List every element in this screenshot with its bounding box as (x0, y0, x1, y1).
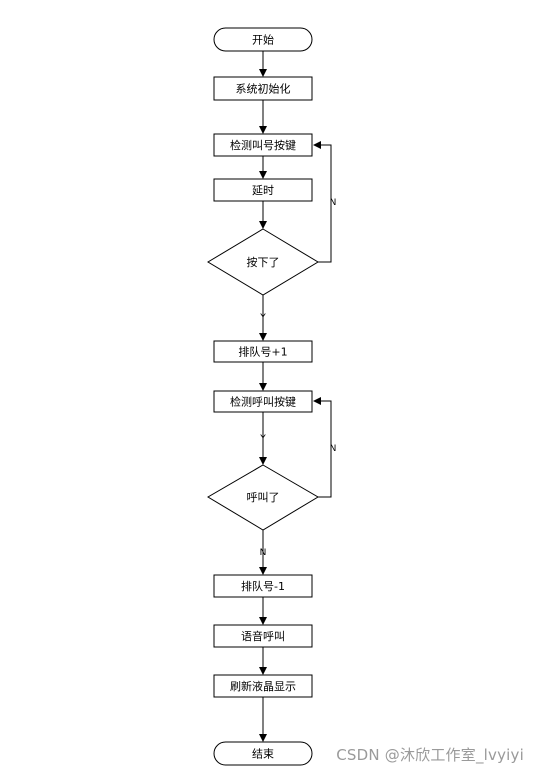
voice-node: 语音呼叫 (213, 624, 313, 648)
edges (259, 51, 332, 742)
pressed-no-label: N (330, 198, 337, 208)
called-yes-label: N (260, 548, 267, 558)
queue-dec-node: 排队号-1 (213, 574, 313, 598)
pressed-yes-label: Y (259, 313, 266, 323)
detect-call-label: 检测呼叫按键 (230, 395, 296, 409)
queue-inc-node: 排队号+1 (213, 340, 313, 363)
refresh-node: 刷新液晶显示 (213, 674, 313, 698)
called-no-label: N (330, 444, 337, 454)
start-node: 开始 (213, 27, 313, 52)
queue-inc-label: 排队号+1 (238, 345, 287, 359)
pressed-decision: 按下了 (207, 228, 319, 296)
edge-pressed-loop-n (313, 141, 332, 263)
called-label: 呼叫了 (247, 491, 280, 504)
voice-label: 语音呼叫 (241, 629, 285, 643)
detect-call-out-label: Y (259, 434, 266, 444)
init-label: 系统初始化 (236, 82, 291, 96)
edge-called-loop-n (313, 397, 332, 498)
start-label: 开始 (252, 33, 274, 47)
pressed-label: 按下了 (247, 255, 280, 269)
delay-node: 延时 (213, 178, 313, 202)
detect-take-label: 检测叫号按键 (230, 138, 296, 152)
end-label: 结束 (252, 748, 274, 761)
detect-call-node: 检测呼叫按键 (213, 390, 313, 413)
init-node: 系统初始化 (213, 76, 313, 101)
refresh-label: 刷新液晶显示 (230, 679, 296, 693)
end-node: 结束 (213, 741, 313, 766)
detect-take-node: 检测叫号按键 (213, 133, 313, 157)
delay-label: 延时 (252, 184, 274, 197)
queue-dec-label: 排队号-1 (241, 579, 285, 593)
watermark: CSDN @沐欣工作室_lvyiyi (336, 746, 524, 764)
called-decision: 呼叫了 (207, 464, 319, 531)
